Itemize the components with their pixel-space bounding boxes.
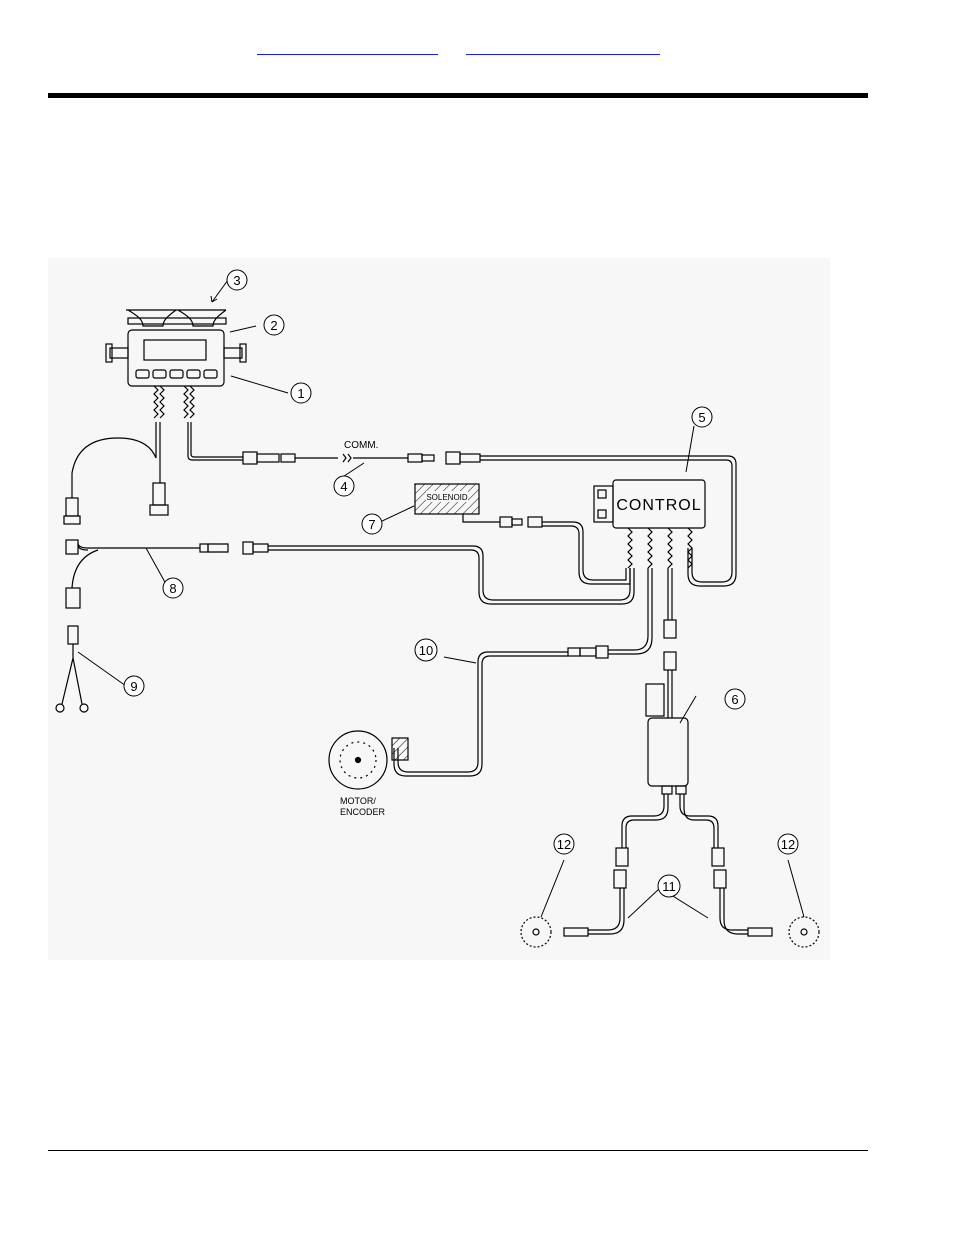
callout-1: 1: [291, 383, 311, 403]
wiring-diagram-svg: 3 2 1 5 4 7 8 9 10 6 12 12 11 COMM. CONT…: [48, 258, 830, 960]
svg-text:2: 2: [270, 318, 277, 333]
callout-12-left: 12: [554, 834, 574, 854]
callout-6: 6: [725, 689, 745, 709]
solenoid-label: SOLENOID: [426, 493, 468, 502]
top-rule: [48, 93, 868, 98]
svg-text:6: 6: [731, 692, 738, 707]
svg-text:8: 8: [169, 581, 176, 596]
svg-text:11: 11: [662, 879, 676, 894]
comm-label: COMM.: [344, 440, 378, 451]
monitor-console: [106, 330, 246, 418]
header-link-1[interactable]: [257, 38, 438, 55]
svg-text:10: 10: [419, 643, 433, 658]
motor-label-line2: ENCODER: [340, 807, 386, 817]
svg-text:9: 9: [130, 679, 137, 694]
callout-5: 5: [692, 407, 712, 427]
console-mount: [126, 310, 226, 326]
callout-8: 8: [163, 578, 183, 598]
callout-7: 7: [362, 514, 382, 534]
callout-2: 2: [264, 315, 284, 335]
sensor-module: [646, 684, 688, 794]
svg-text:3: 3: [233, 273, 240, 288]
motor-label-line1: MOTOR/: [340, 796, 376, 806]
callout-4: 4: [334, 476, 354, 496]
svg-text:5: 5: [698, 410, 705, 425]
header-link-2[interactable]: [466, 38, 660, 55]
bottom-rule: [48, 1150, 868, 1151]
control-label: CONTROL: [616, 497, 701, 514]
wiring-diagram: 3 2 1 5 4 7 8 9 10 6 12 12 11 COMM. CONT…: [48, 258, 830, 960]
svg-text:1: 1: [297, 386, 304, 401]
svg-text:12: 12: [781, 837, 795, 852]
gear-right: [789, 917, 819, 947]
svg-text:7: 7: [368, 517, 375, 532]
callout-11: 11: [658, 875, 680, 897]
motor-encoder: [329, 731, 408, 789]
callout-9: 9: [124, 676, 144, 696]
svg-text:12: 12: [557, 837, 571, 852]
callout-10: 10: [415, 639, 437, 661]
svg-text:4: 4: [340, 479, 347, 494]
gear-left: [521, 917, 551, 947]
callout-12-right: 12: [778, 834, 798, 854]
callout-3: 3: [227, 270, 247, 290]
